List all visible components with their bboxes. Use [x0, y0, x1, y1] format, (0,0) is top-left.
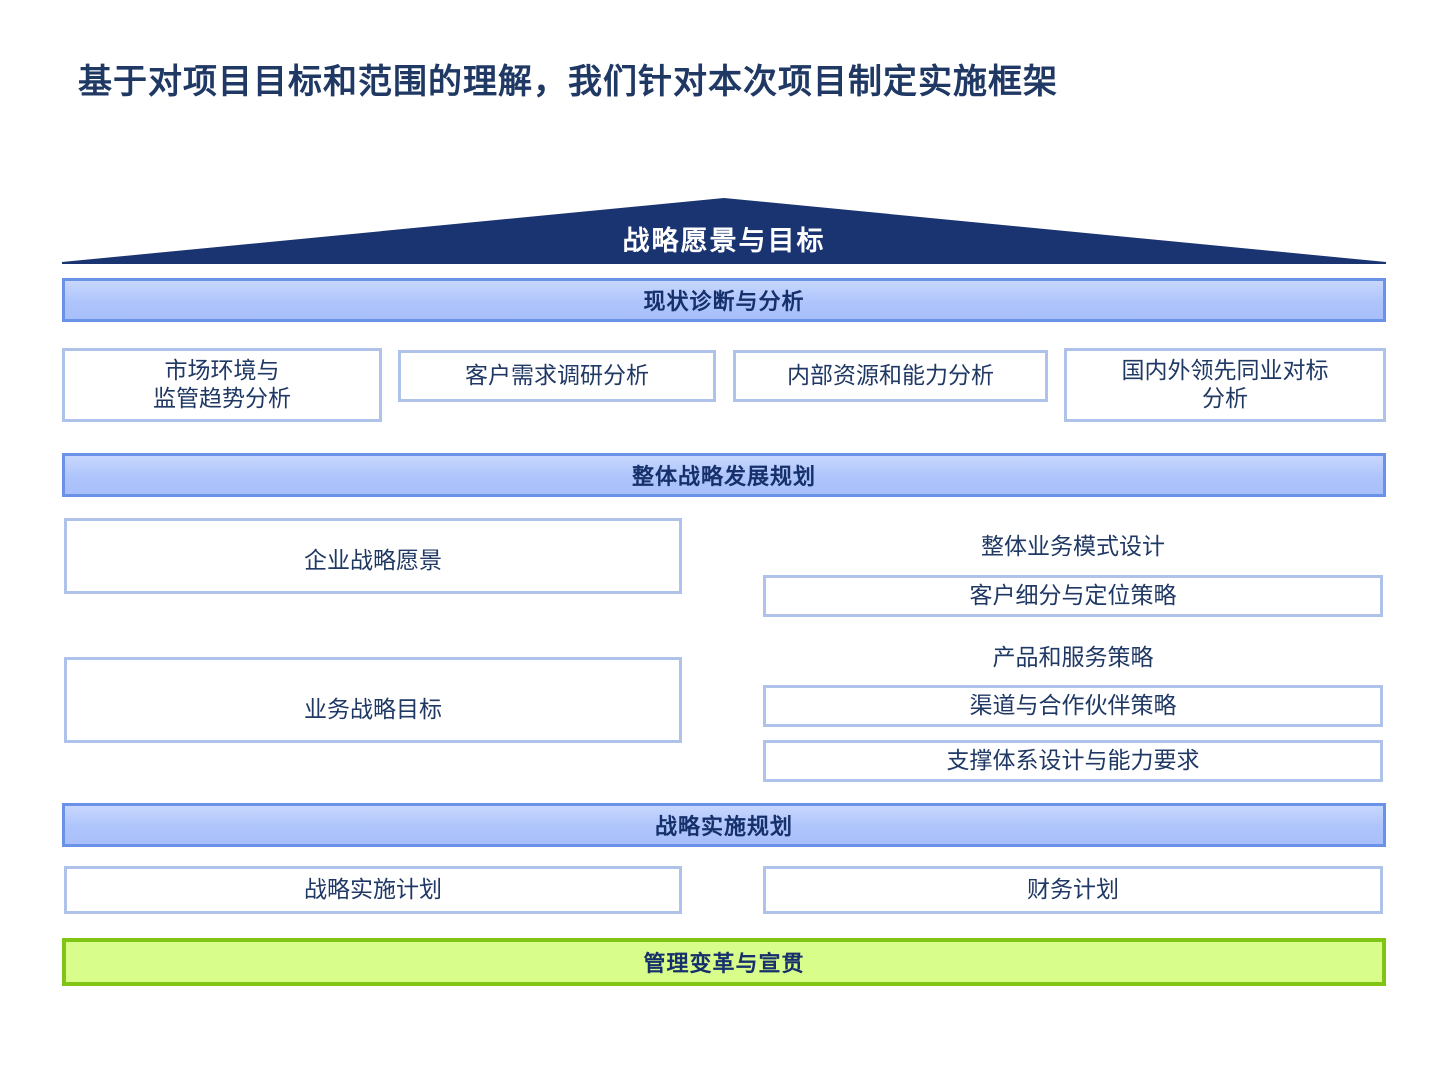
box-label: 渠道与合作伙伴策略: [969, 692, 1177, 718]
box-line-1: 客户需求调研分析: [465, 362, 649, 388]
box-channel-partner-strategy[interactable]: 渠道与合作伙伴策略: [763, 685, 1383, 727]
page-title: 基于对项目目标和范围的理解，我们针对本次项目制定实施框架: [78, 63, 1058, 101]
box-corporate-vision[interactable]: 企业战略愿景: [64, 518, 682, 594]
box-line-1: 内部资源和能力分析: [787, 362, 994, 388]
label-product-service-strategy: 产品和服务策略: [992, 645, 1154, 670]
roof-shape: 战略愿景与目标: [62, 198, 1386, 264]
box-support-system-capability[interactable]: 支撑体系设计与能力要求: [763, 740, 1383, 782]
roof-triangle-icon: [62, 198, 1386, 264]
box-strategy-implementation-plan[interactable]: 战略实施计划: [64, 866, 682, 914]
box-business-strategy-goals[interactable]: 业务战略目标: [64, 657, 682, 743]
box-label: 财务计划: [1027, 876, 1119, 902]
box-customer-demand-research[interactable]: 客户需求调研分析: [398, 350, 716, 402]
box-peer-benchmarking[interactable]: 国内外领先同业对标 分析: [1064, 348, 1386, 422]
box-label: 客户细分与定位策略: [969, 582, 1177, 608]
box-customer-segmentation-strategy[interactable]: 客户细分与定位策略: [763, 575, 1383, 617]
box-label: 企业战略愿景: [304, 547, 442, 573]
band-management-change[interactable]: 管理变革与宣贯: [62, 938, 1386, 986]
band-overall-strategy[interactable]: 整体战略发展规划: [62, 453, 1386, 497]
box-market-environment[interactable]: 市场环境与 监管趋势分析: [62, 348, 382, 422]
box-line-1: 国内外领先同业对标: [1121, 357, 1329, 383]
box-financial-plan[interactable]: 财务计划: [763, 866, 1383, 914]
box-line-2: 监管趋势分析: [153, 386, 291, 411]
box-label: 支撑体系设计与能力要求: [946, 747, 1200, 773]
box-line-2: 分析: [1202, 386, 1248, 411]
label-business-model-design: 整体业务模式设计: [981, 534, 1165, 559]
box-label: 业务战略目标: [304, 696, 442, 722]
box-line-1: 市场环境与: [164, 357, 280, 383]
band-implementation-planning[interactable]: 战略实施规划: [62, 803, 1386, 847]
band-diagnosis[interactable]: 现状诊断与分析: [62, 278, 1386, 322]
box-internal-resources[interactable]: 内部资源和能力分析: [733, 350, 1048, 402]
box-label: 战略实施计划: [304, 876, 442, 902]
